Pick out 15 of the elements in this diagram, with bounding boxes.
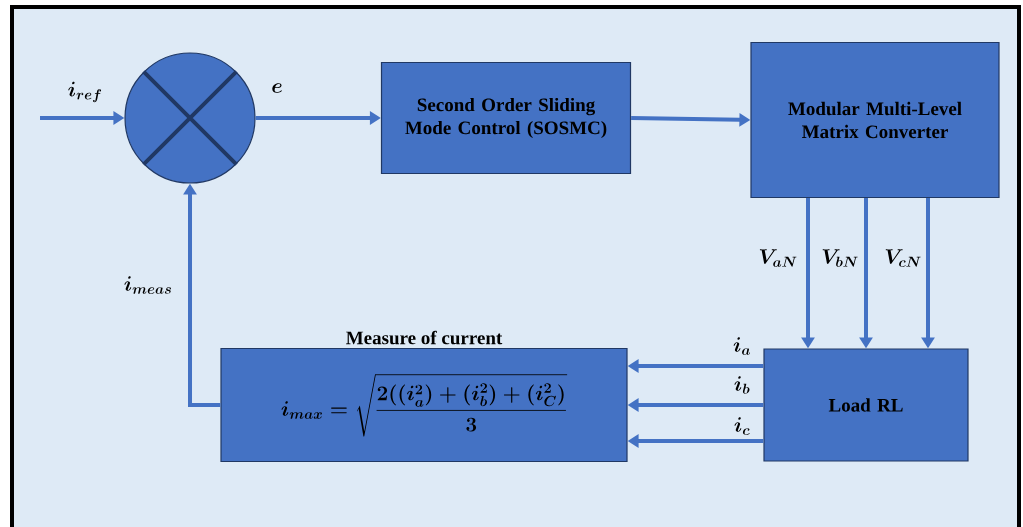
edge-label: $e$ — [272, 83, 282, 93]
process-box: Second Order Sliding Mode Control (SOSMC) — [380, 61, 632, 175]
edge-label: $i_b$ — [734, 376, 750, 394]
edge-label: $V_{aN}$ — [759, 249, 797, 267]
summing-junction — [124, 52, 256, 184]
process-box: Load RL — [763, 348, 969, 462]
edge-label: $V_{bN}$ — [822, 249, 858, 267]
formula-box: $i_{max} = \sqrt{\frac{2((i_a^2)+(i_b^2)+(i_C^2)}{3}}$ — [220, 347, 628, 463]
box-heading: Measure of current — [346, 330, 503, 345]
process-box: Modular Multi-Level Matrix Converter — [750, 41, 1000, 199]
edge-label: $i_{ref}$ — [68, 81, 102, 103]
edge-label: $i_a$ — [733, 337, 750, 355]
edge-label: $V_{cN}$ — [885, 249, 921, 267]
edge-label: $i_c$ — [734, 417, 750, 435]
edge-label: $i_{meas}$ — [124, 276, 171, 294]
